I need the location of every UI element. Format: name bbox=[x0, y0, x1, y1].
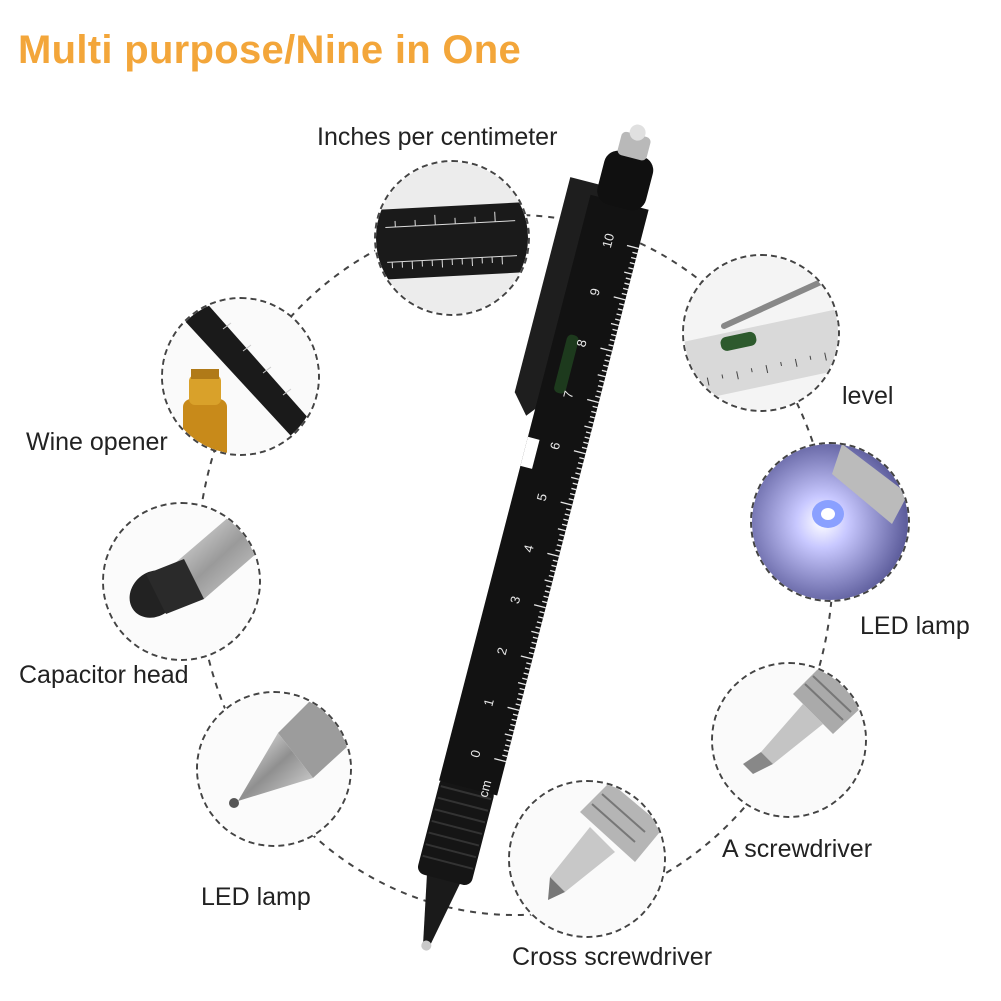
level-detail-image bbox=[684, 256, 838, 410]
capacitor-head-detail-image bbox=[104, 504, 259, 659]
led-lamp-detail-image bbox=[752, 444, 908, 600]
screwdriver-detail-image bbox=[713, 664, 865, 816]
led-lamp-detail-circle bbox=[750, 442, 910, 602]
level-detail-circle bbox=[682, 254, 840, 412]
feature-label-capacitor-head: Capacitor head bbox=[19, 661, 189, 689]
pen-tip-detail-circle bbox=[196, 691, 352, 847]
feature-label-led-lamp-left: LED lamp bbox=[201, 883, 311, 911]
feature-label-cross-screwdriver: Cross screwdriver bbox=[512, 943, 713, 971]
ruler-detail-circle bbox=[374, 160, 530, 316]
feature-label-level: level bbox=[842, 382, 894, 410]
screwdriver-detail-circle bbox=[711, 662, 867, 818]
ruler-detail-image bbox=[376, 162, 528, 314]
cross-screwdriver-detail-image bbox=[510, 782, 664, 936]
capacitor-head-detail-circle bbox=[102, 502, 261, 661]
pen-tip-detail-image bbox=[198, 693, 350, 845]
wine-opener-detail-image bbox=[163, 299, 318, 454]
feature-label-wine-opener: Wine opener bbox=[26, 428, 168, 456]
cross-screwdriver-detail-circle bbox=[508, 780, 666, 938]
page-title: Multi purpose/Nine in One bbox=[18, 28, 522, 72]
wine-opener-detail-circle bbox=[161, 297, 320, 456]
feature-label-ruler: Inches per centimeter bbox=[317, 123, 558, 151]
feature-label-screwdriver: A screwdriver bbox=[722, 835, 873, 863]
feature-label-led-lamp-right: LED lamp bbox=[860, 612, 970, 640]
